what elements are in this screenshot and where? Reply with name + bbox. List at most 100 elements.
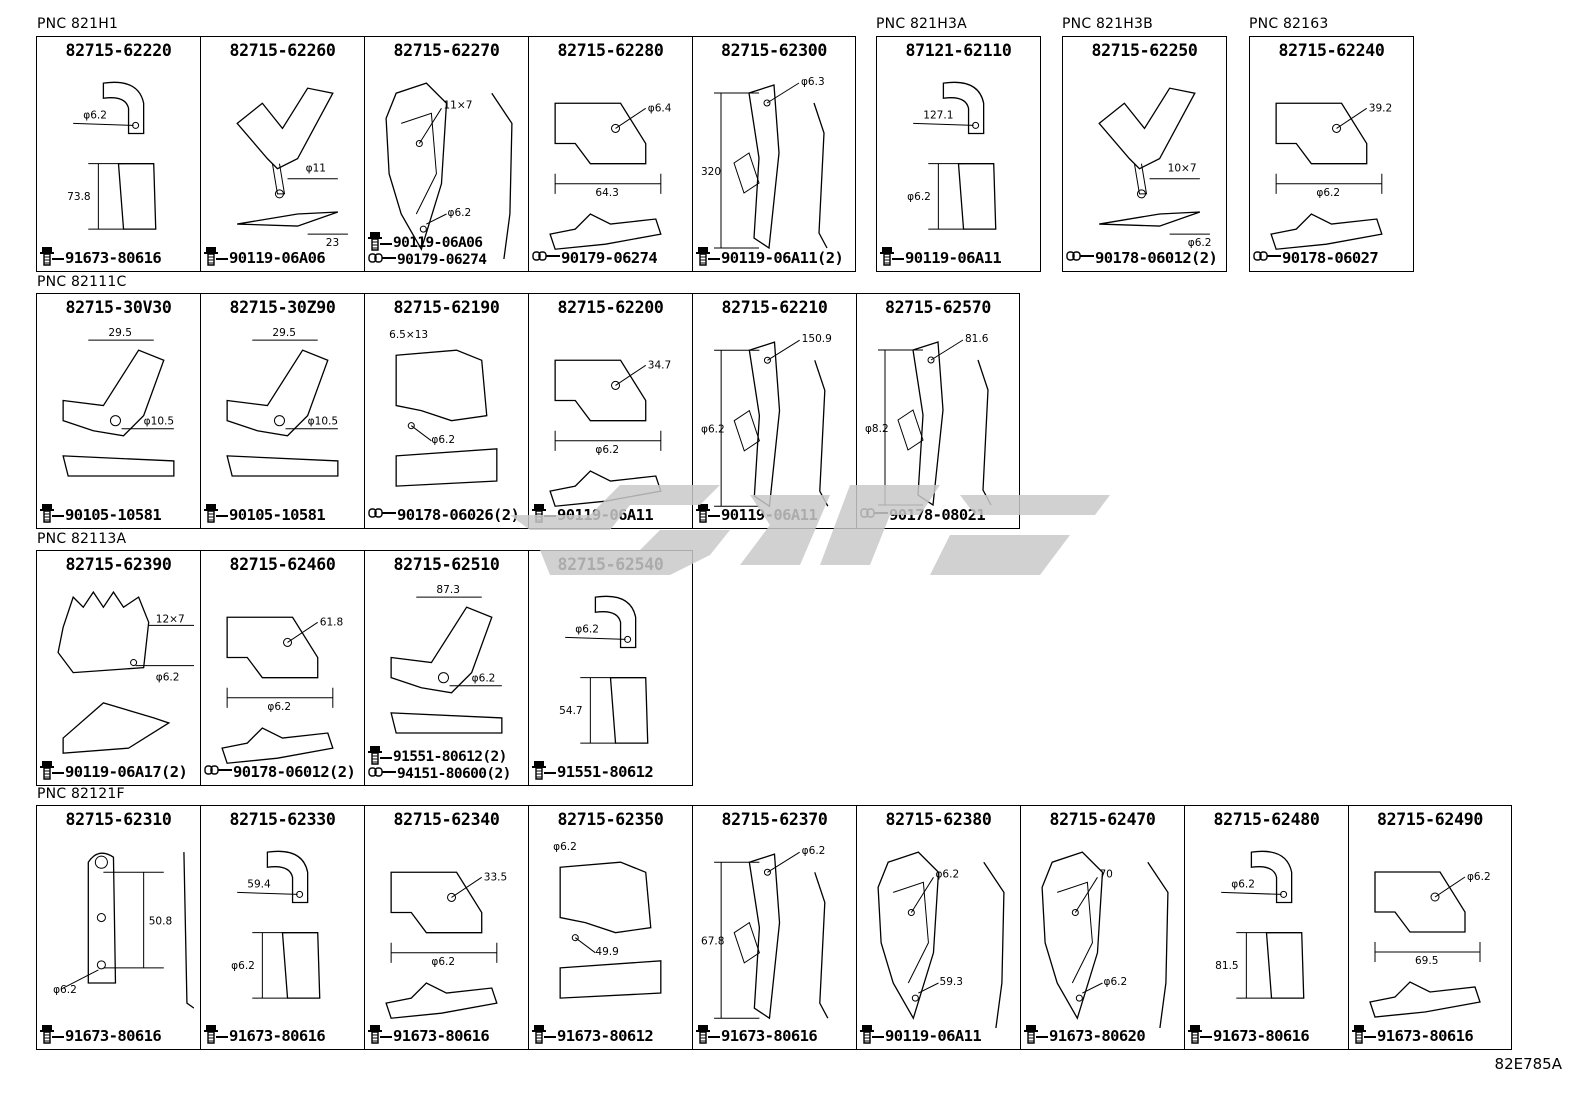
part-number[interactable]: 82715-62490	[1377, 810, 1483, 829]
fastener-part-number[interactable]: 91673-80616	[1213, 1027, 1310, 1045]
part-illustration: φ11 23	[207, 63, 358, 249]
part-cell[interactable]: 82715-62570 81.6 φ8.2 90178-08021	[856, 293, 1020, 529]
part-cell[interactable]: 82715-30Z90 29.5 φ10.5 90105-10581	[200, 293, 365, 529]
fastener-part-number[interactable]: 90178-06012(2)	[1095, 249, 1218, 267]
part-number[interactable]: 82715-62330	[229, 810, 336, 829]
fastener-part-number[interactable]: 91673-80616	[65, 1027, 162, 1045]
svg-text:150.9: 150.9	[802, 333, 832, 345]
part-cell[interactable]: 82715-62380 φ6.2 59.3 90119-06A11	[856, 805, 1021, 1050]
part-cell[interactable]: 87121-62110 127.1 φ6.2 90119-06A11	[876, 36, 1041, 272]
fastener-part-number[interactable]: 94151-80600(2)	[397, 765, 511, 782]
part-number[interactable]: 82715-62200	[557, 298, 664, 317]
part-illustration: 12×7 φ6.2	[43, 577, 194, 773]
part-number[interactable]: 82715-62240	[1278, 41, 1385, 60]
part-number[interactable]: 82715-62570	[885, 298, 991, 317]
fastener-part-number[interactable]: 91551-80612	[557, 763, 654, 781]
fastener-part-number[interactable]: 90178-06012(2)	[233, 763, 356, 781]
part-cell[interactable]: 82715-62490 φ6.2 69.5 91673-80616	[1348, 805, 1512, 1050]
part-cell[interactable]: 82715-62270 11×7 φ6.2 90119-06A06 90179-…	[364, 36, 529, 272]
fastener-part-number[interactable]: 90178-06027	[1282, 249, 1379, 267]
part-cell[interactable]: 82715-62510 87.3 φ6.2 91551-80612(2) 941…	[364, 550, 529, 786]
part-cell[interactable]: 82715-62350 φ6.2 49.9 91673-80612	[528, 805, 693, 1050]
fastener-part-number[interactable]: 90119-06A11	[885, 1027, 982, 1045]
part-illustration: 33.5 φ6.2	[371, 871, 507, 1028]
fastener-part-number[interactable]: 90119-06A17(2)	[65, 763, 188, 781]
part-cell[interactable]: 82715-62330 59.4 φ6.2 91673-80616	[200, 805, 365, 1050]
part-cell[interactable]: 82715-62240 39.2 φ6.2 90178-06027	[1249, 36, 1414, 272]
part-number[interactable]: 82715-62270	[393, 41, 500, 60]
part-number[interactable]: 82715-62310	[65, 810, 172, 829]
part-cell[interactable]: 82715-62210 150.9 φ6.2 90119-06A11	[692, 293, 857, 529]
fastener-part-number[interactable]: 91673-80620	[1049, 1027, 1146, 1045]
fastener-part-number[interactable]: 91673-80616	[65, 249, 162, 267]
part-number[interactable]: 82715-62190	[393, 298, 500, 317]
fastener-part-number[interactable]: 90178-08021	[889, 506, 986, 524]
part-cell[interactable]: 82715-62370 φ6.2 67.8 91673-80616	[692, 805, 857, 1050]
bolt-icon	[860, 1024, 884, 1048]
fastener-part-number[interactable]: 91673-80616	[229, 1027, 326, 1045]
fastener-part-number[interactable]: 90119-06A06	[393, 234, 483, 251]
part-number[interactable]: 82715-62250	[1091, 41, 1198, 60]
fastener-list: 91673-80616	[368, 1024, 526, 1048]
part-number[interactable]: 82715-62370	[721, 810, 828, 829]
fastener-part-number[interactable]: 90179-06274	[561, 249, 658, 267]
part-illustration: φ6.2 69.5	[1355, 871, 1491, 1027]
part-number[interactable]: 82715-62470	[1049, 810, 1156, 829]
svg-text:320: 320	[701, 166, 721, 178]
part-number[interactable]: 82715-62380	[885, 810, 992, 829]
part-cell[interactable]: 82715-62460 61.8 φ6.2 90178-06012(2)	[200, 550, 365, 786]
fastener-list: 91551-80612	[532, 761, 690, 782]
bolt-icon	[204, 503, 228, 527]
part-cell[interactable]: 82715-30V30 29.5 φ10.5 90105-10581	[36, 293, 201, 529]
part-illustration: φ6.4 64.3	[535, 102, 672, 259]
part-number[interactable]: 82715-62390	[65, 555, 172, 574]
fastener-part-number[interactable]: 91673-80612	[557, 1027, 654, 1045]
part-number[interactable]: 82715-62340	[393, 810, 500, 829]
fastener-part-number[interactable]: 90179-06274	[397, 251, 487, 268]
bolt-icon	[368, 1024, 392, 1048]
part-number[interactable]: 82715-62480	[1213, 810, 1320, 829]
fastener-part-number[interactable]: 90119-06A11	[557, 506, 654, 524]
part-number[interactable]: 82715-62350	[557, 810, 664, 829]
fastener-list: 90178-06027	[1253, 248, 1411, 268]
part-number[interactable]: 82715-62220	[65, 41, 172, 60]
part-cell[interactable]: 82715-62250 10×7 φ6.2 90178-06012(2)	[1062, 36, 1227, 272]
fastener-part-number[interactable]: 90178-06026(2)	[397, 506, 520, 524]
part-number[interactable]: 82715-30V30	[65, 298, 172, 317]
bolt-icon	[368, 231, 392, 255]
part-number[interactable]: 82715-62210	[721, 298, 828, 317]
part-cell[interactable]: 82715-62300 φ6.3 320 90119-06A11(2)	[692, 36, 856, 272]
fastener-row: 90119-06A11	[880, 247, 1038, 268]
part-cell[interactable]: 82715-62310 50.8 φ6.2 91673-80616	[36, 805, 201, 1050]
part-cell[interactable]: 82715-62470 70 φ6.2 91673-80620	[1020, 805, 1185, 1050]
part-number[interactable]: 82715-62300	[721, 41, 827, 60]
fastener-part-number[interactable]: 90119-06A11	[905, 249, 1002, 267]
fastener-part-number[interactable]: 91673-80616	[393, 1027, 490, 1045]
part-number[interactable]: 82715-62510	[393, 555, 500, 574]
fastener-part-number[interactable]: 90119-06A06	[229, 249, 326, 267]
part-cell[interactable]: 82715-62200 34.7 φ6.2 90119-06A11	[528, 293, 693, 529]
part-cell[interactable]: 82715-62390 12×7 φ6.2 90119-06A17(2)	[36, 550, 201, 786]
part-cell[interactable]: 82715-62540 φ6.2 54.7 91551-80612	[528, 550, 693, 786]
fastener-part-number[interactable]: 90105-10581	[65, 506, 162, 524]
fastener-part-number[interactable]: 91673-80616	[1377, 1027, 1474, 1045]
part-cell[interactable]: 82715-62190 6.5×13 φ6.2 90178-06026(2)	[364, 293, 529, 529]
fastener-part-number[interactable]: 91673-80616	[721, 1027, 818, 1045]
part-cell[interactable]: 82715-62340 33.5 φ6.2 91673-80616	[364, 805, 529, 1050]
part-cell[interactable]: 82715-62260 φ11 23 90119-06A06	[200, 36, 365, 272]
part-number[interactable]: 82715-62260	[229, 41, 336, 60]
part-number[interactable]: 82715-62540	[557, 555, 664, 574]
fastener-part-number[interactable]: 90119-06A11(2)	[721, 249, 844, 267]
part-number[interactable]: 82715-30Z90	[229, 298, 336, 317]
part-cell[interactable]: 82715-62220 φ6.2 73.8 91673-80616	[36, 36, 201, 272]
part-number[interactable]: 87121-62110	[905, 41, 1012, 60]
part-cell[interactable]: 82715-62480 φ6.2 81.5 91673-80616	[1184, 805, 1349, 1050]
fastener-part-number[interactable]: 91551-80612(2)	[393, 748, 507, 765]
part-cell[interactable]: 82715-62280 φ6.4 64.3 90179-06274	[528, 36, 693, 272]
fastener-part-number[interactable]: 90105-10581	[229, 506, 326, 524]
fastener-row: 90178-06027	[1253, 248, 1411, 268]
fastener-row: 90179-06274	[368, 251, 526, 268]
part-number[interactable]: 82715-62460	[229, 555, 336, 574]
fastener-part-number[interactable]: 90119-06A11	[721, 506, 818, 524]
part-number[interactable]: 82715-62280	[557, 41, 664, 60]
